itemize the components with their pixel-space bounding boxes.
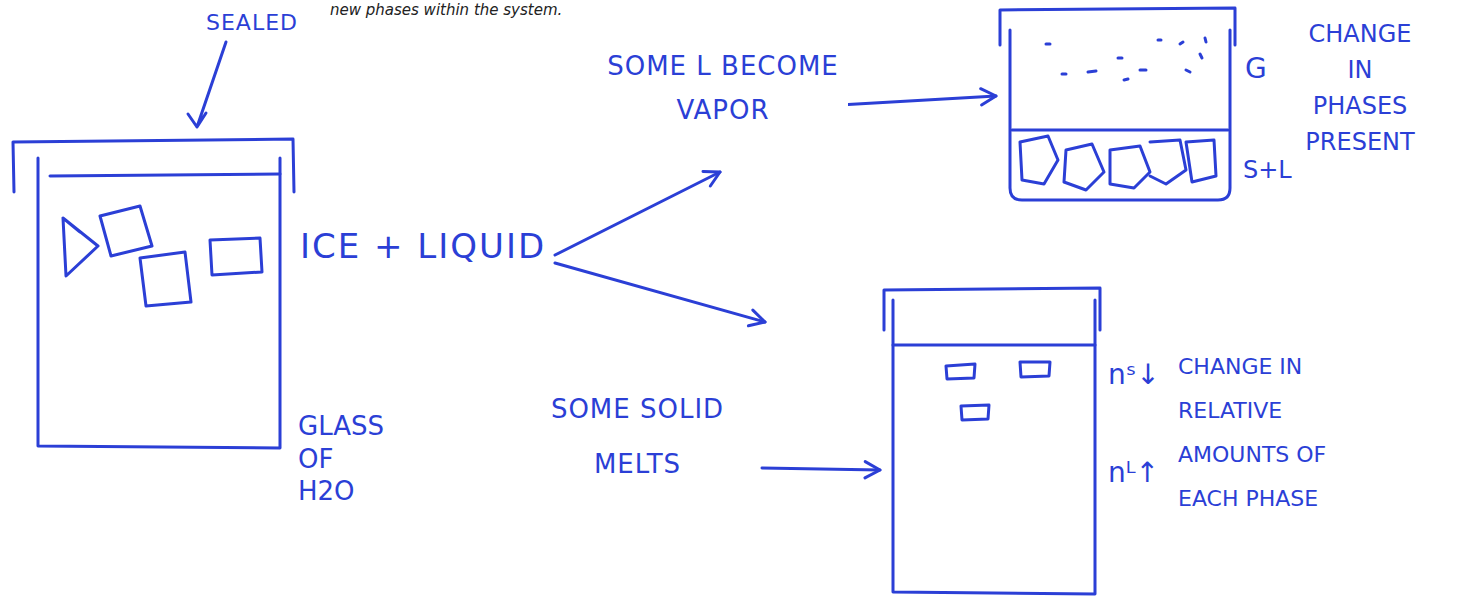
arrow-head	[748, 310, 765, 326]
leader-arrow	[188, 42, 226, 127]
glass-label: GLASS OF H2O	[298, 410, 390, 508]
glass-node: ICE + LIQUID GLASS OF H2O	[10, 132, 555, 516]
ice-cube	[100, 206, 152, 256]
arrow-head	[865, 462, 880, 478]
liquid-level	[1012, 129, 1228, 132]
ice-cube	[1020, 362, 1050, 377]
ice-cube	[1150, 140, 1186, 184]
ice-cube	[1110, 146, 1150, 188]
glass-node: nˢ↓ nᴸ↑	[880, 284, 1168, 598]
callout-label: SEALED	[206, 10, 298, 35]
ice-cube	[63, 218, 98, 276]
glass-lid	[13, 139, 294, 192]
ice-cube	[1064, 144, 1104, 190]
glass-node: G S+L	[996, 6, 1300, 204]
ice-cube	[210, 238, 262, 275]
note-text: CHANGE IN PHASES PRESENT	[1298, 16, 1422, 160]
ice-cube	[946, 364, 975, 379]
glass-label: ICE + LIQUID	[300, 226, 546, 266]
edge-label: SOME L BECOME VAPOR	[598, 44, 848, 132]
glass-label: G	[1245, 52, 1267, 85]
ice-cube	[1186, 140, 1216, 182]
ice-cube	[1020, 136, 1058, 184]
arrow-head	[981, 89, 996, 105]
page-text: new phases within the system.	[330, 1, 562, 19]
glass-lid	[1000, 8, 1235, 45]
vapor-dots	[1046, 38, 1206, 80]
liquid-level	[893, 344, 1095, 347]
glass-body	[1010, 30, 1230, 200]
glass-label: S+L	[1243, 156, 1292, 184]
glass-body	[893, 300, 1095, 594]
edge-label: SOME SOLID MELTS	[545, 382, 730, 492]
glass-lid	[884, 288, 1100, 330]
ice-cube	[140, 252, 191, 306]
glass-label: nᴸ↑	[1108, 456, 1159, 489]
ice-cube	[961, 405, 989, 420]
note-text: CHANGE IN RELATIVE AMOUNTS OF EACH PHASE	[1178, 345, 1338, 521]
arrow-head	[703, 171, 720, 186]
liquid-level	[50, 174, 280, 176]
glass-body	[38, 158, 280, 448]
glass-label: nˢ↓	[1108, 358, 1160, 391]
